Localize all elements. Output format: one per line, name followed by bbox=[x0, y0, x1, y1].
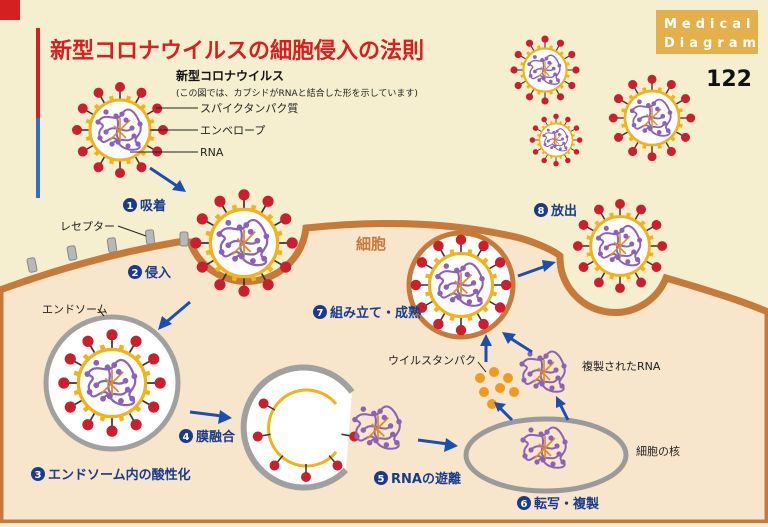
cell-body bbox=[0, 219, 768, 527]
accent-bar-blue bbox=[36, 118, 40, 198]
arrow-step5 bbox=[444, 438, 458, 452]
receptor-label: レセプター bbox=[60, 220, 115, 233]
svg-text:放出: 放出 bbox=[550, 203, 577, 219]
viral-protein-label: ウイルスタンパク bbox=[388, 354, 476, 367]
page-number: 122 bbox=[706, 67, 752, 92]
badge-box bbox=[656, 10, 758, 54]
receptor-leader bbox=[117, 225, 147, 237]
cell-nucleus bbox=[463, 416, 629, 494]
fused-envelope bbox=[252, 388, 360, 482]
viral-proteins bbox=[475, 367, 519, 409]
corner-accent bbox=[0, 0, 20, 20]
svg-text:4: 4 bbox=[183, 432, 190, 443]
arrow-assembly-up bbox=[480, 334, 492, 346]
virion-deco-2 bbox=[530, 114, 583, 167]
arrow-step4 bbox=[218, 410, 232, 424]
virion-deco-3 bbox=[609, 75, 695, 161]
svg-text:膜融合: 膜融合 bbox=[196, 429, 236, 445]
legend-spike-label: スパイクタンパク質 bbox=[200, 101, 298, 115]
svg-text:エンドソーム内の酸性化: エンドソーム内の酸性化 bbox=[48, 467, 191, 483]
step-2: 2 侵入 bbox=[128, 265, 171, 281]
arrow-step8 bbox=[542, 260, 556, 272]
legend-rna-label: RNA bbox=[200, 146, 224, 159]
step-8: 8 放出 bbox=[534, 203, 577, 219]
nucleus-label: 細胞の核 bbox=[636, 444, 680, 458]
arrow-rna-assembly bbox=[502, 332, 516, 344]
step-1: 1 吸着 bbox=[123, 198, 166, 214]
svg-text:1: 1 bbox=[127, 201, 134, 212]
svg-text:6: 6 bbox=[521, 499, 528, 510]
accent-bar-red bbox=[36, 28, 40, 118]
fusion-membrane bbox=[240, 364, 355, 491]
step-4: 4 膜融合 bbox=[179, 429, 236, 445]
arrow-step1 bbox=[149, 166, 181, 190]
page-title: 新型コロナウイルスの細胞侵入の法則 bbox=[50, 38, 424, 64]
legend-envelope-label: エンベロープ bbox=[200, 124, 265, 137]
svg-text:RNAの遊離: RNAの遊離 bbox=[391, 471, 461, 487]
svg-text:8: 8 bbox=[538, 206, 545, 217]
legend-note: (この図では、カプシドがRNAと結合した形を示しています) bbox=[176, 87, 418, 99]
arrow-protein-up bbox=[494, 402, 506, 412]
step-5: 5 RNAの遊離 bbox=[374, 471, 461, 487]
virion-released bbox=[573, 199, 667, 293]
replicated-rna-label: 複製されたRNA bbox=[582, 359, 661, 373]
svg-text:5: 5 bbox=[378, 474, 385, 485]
cell-label: 細胞 bbox=[356, 235, 386, 253]
step-7: 7 組み立て・成熟 bbox=[313, 305, 421, 321]
receptors bbox=[26, 229, 189, 273]
svg-text:侵入: 侵入 bbox=[144, 265, 171, 281]
svg-text:3: 3 bbox=[35, 470, 42, 481]
step-6: 6 転写・複製 bbox=[517, 496, 599, 512]
arrow-rna-up bbox=[556, 396, 566, 408]
svg-text:2: 2 bbox=[132, 268, 139, 279]
badge-line-2: Diagram bbox=[664, 36, 761, 51]
endosome-label: エンドソーム bbox=[42, 303, 108, 316]
svg-text:吸着: 吸着 bbox=[140, 198, 166, 214]
svg-text:組み立て・成熟: 組み立て・成熟 bbox=[330, 305, 421, 321]
legend-title: 新型コロナウイルス bbox=[176, 68, 284, 83]
virion-deco-1 bbox=[510, 35, 579, 104]
svg-text:7: 7 bbox=[317, 308, 324, 319]
svg-text:転写・複製: 転写・複製 bbox=[534, 496, 599, 512]
arrow-step3 bbox=[158, 316, 172, 330]
step-3: 3 エンドソーム内の酸性化 bbox=[31, 467, 191, 483]
badge-line-1: Medical bbox=[664, 17, 755, 32]
